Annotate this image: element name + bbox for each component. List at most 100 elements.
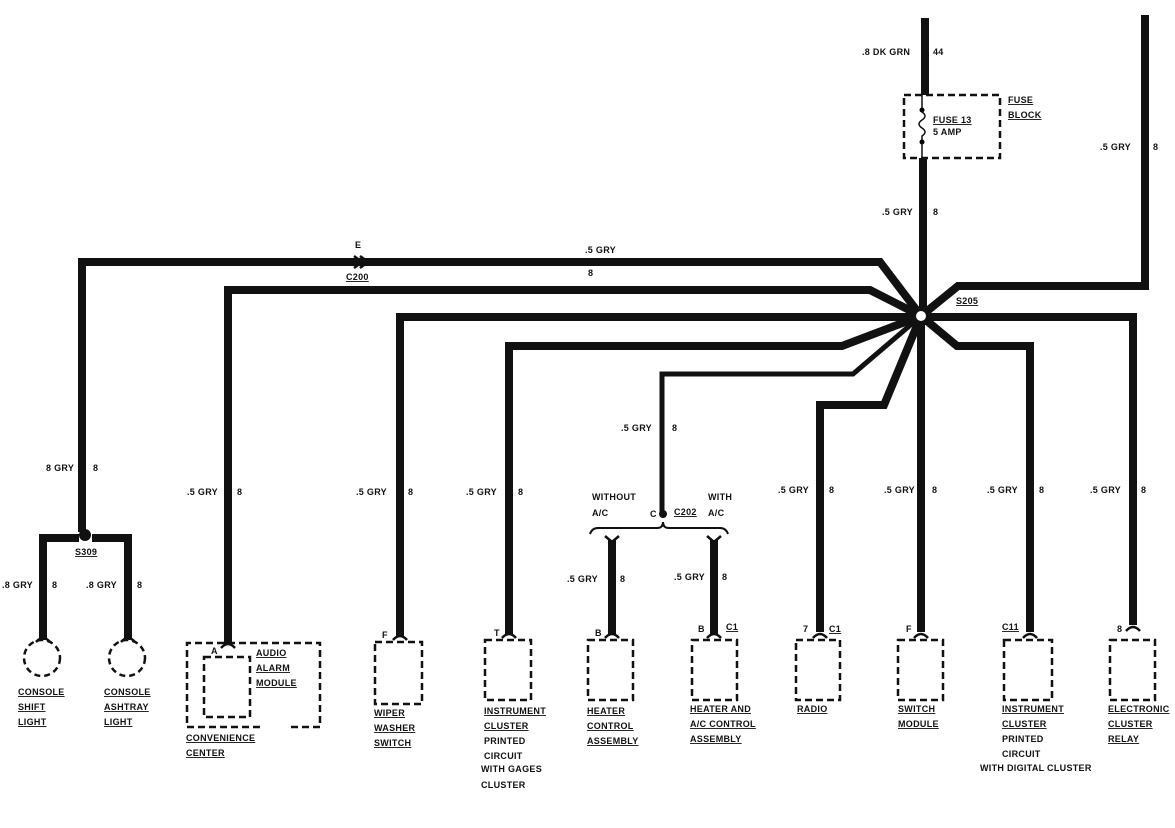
splice-label: S309	[75, 547, 97, 557]
component-label: CONSOLE	[104, 687, 151, 697]
component-label: HEATER AND	[690, 704, 751, 714]
wire-label: .5 GRY	[882, 207, 913, 217]
circuit-label: 8	[620, 574, 625, 584]
circuit-label: 8	[518, 487, 523, 497]
fuse-label: FUSE 13	[933, 115, 972, 125]
wire-label: .5 GRY	[621, 423, 652, 433]
circuit-label: 8	[137, 580, 142, 590]
terminal-icons	[35, 535, 1141, 649]
fuse-rating: 5 AMP	[933, 127, 962, 137]
circuit-label: 8	[672, 423, 677, 433]
connector-icon	[353, 255, 371, 269]
wire-label: .5 GRY	[778, 485, 809, 495]
splice-s205: S205	[911, 296, 978, 326]
wire-label: .8 DK GRN	[862, 47, 910, 57]
wire-label: .8 GRY	[2, 580, 33, 590]
option-label: WITH	[708, 492, 732, 502]
c202-wire: .5 GRY 8 C C202 WITHOUT A/C WITH A/C	[589, 314, 923, 535]
note-label: CLUSTER	[481, 780, 526, 790]
circuit-label: 8	[93, 463, 98, 473]
component-label: MODULE	[898, 719, 939, 729]
wire-label: .5 GRY	[466, 487, 497, 497]
right-feed-wire: .5 GRY 8	[918, 15, 1158, 320]
wire-label: .8 GRY	[86, 580, 117, 590]
pin-label: B	[698, 624, 705, 634]
fuse-block: FUSE 13 5 AMP FUSE BLOCK	[902, 93, 1042, 160]
component-label: ASSEMBLY	[690, 734, 742, 744]
switch-module: .5 GRY 8 F SWITCH MODULE	[884, 316, 945, 729]
radio: .5 GRY 8 7 C1 RADIO	[778, 314, 925, 714]
component-label: INSTRUMENT	[484, 706, 546, 716]
connector-label: C200	[346, 272, 369, 282]
option-label: A/C	[592, 508, 609, 518]
console-shift-light: .8 GRY 8 CONSOLE SHIFT LIGHT	[2, 580, 64, 727]
pin-label: F	[906, 624, 912, 634]
note-label: WITH DIGITAL CLUSTER	[980, 763, 1092, 773]
wire-label: .5 GRY	[356, 487, 387, 497]
pin-label: C	[650, 509, 657, 519]
pin-label: E	[355, 240, 361, 250]
fuse-block-label: FUSE	[1008, 95, 1033, 105]
heater-ac-control-assembly: .5 GRY 8 B C1 HEATER AND A/C CONTROL ASS…	[674, 540, 756, 744]
component-label: PRINTED	[484, 736, 526, 746]
component-label: CONVENIENCE	[186, 733, 255, 743]
component-label: CENTER	[186, 748, 225, 758]
circuit-label: 8	[722, 572, 727, 582]
component-label: ALARM	[256, 663, 290, 673]
circuit-label: 8	[1039, 485, 1044, 495]
component-label: A/C CONTROL	[690, 719, 756, 729]
circuit-label: 8	[829, 485, 834, 495]
connector-label: C11	[1002, 622, 1019, 632]
circuit-label: 8	[932, 485, 937, 495]
wire-label: .5 GRY	[987, 485, 1018, 495]
pin-label: A	[211, 646, 218, 656]
component-label: INSTRUMENT	[1002, 704, 1064, 714]
component-label: PRINTED	[1002, 734, 1044, 744]
brace-icon	[589, 521, 729, 535]
component-label: LIGHT	[18, 717, 47, 727]
wire-label: 8 GRY	[46, 463, 74, 473]
main-wire: .5 GRY 8	[882, 158, 938, 316]
c200-wire: E C200 .5 GRY 8 8 GRY 8	[46, 240, 925, 532]
circuit-label: 44	[933, 47, 944, 57]
wire-label: .5 GRY	[1090, 485, 1121, 495]
wire-label: .5 GRY	[585, 245, 616, 255]
circuit-label: 8	[1153, 142, 1158, 152]
pin-label: T	[494, 628, 500, 638]
fuse-block-label: BLOCK	[1008, 110, 1042, 120]
component-label: SHIFT	[18, 702, 46, 712]
pin-label: F	[382, 630, 388, 640]
component-label: RELAY	[1108, 734, 1139, 744]
wiper-washer-switch: .5 GRY 8 F WIPER WASHER SWITCH	[356, 313, 1137, 748]
electronic-cluster-relay: .5 GRY 8 8 ELECTRONIC CLUSTER RELAY	[1090, 485, 1169, 744]
wire-label: .5 GRY	[1100, 142, 1131, 152]
wire-label: .5 GRY	[884, 485, 915, 495]
fuse-icon	[918, 95, 926, 158]
instrument-cluster-digital: .5 GRY 8 C11 INSTRUMENT CLUSTER PRINTED …	[918, 312, 1092, 773]
circuit-label: 8	[237, 487, 242, 497]
connector-label: C1	[726, 622, 738, 632]
component-label: CONTROL	[587, 721, 634, 731]
instrument-cluster-gages: .5 GRY 8 T INSTRUMENT CLUSTER PRINTED CI…	[466, 312, 923, 790]
circuit-label: 8	[588, 268, 593, 278]
component-label: LIGHT	[104, 717, 133, 727]
wire-label: .5 GRY	[187, 487, 218, 497]
option-label: A/C	[708, 508, 725, 518]
audio-alarm-module: .5 GRY 8 A AUDIO ALARM MODULE CONVENIENC…	[185, 286, 923, 758]
component-label: WASHER	[374, 723, 416, 733]
note-label: WITH GAGES	[481, 764, 542, 774]
pin-label: 8	[1117, 624, 1122, 634]
component-label: RADIO	[797, 704, 828, 714]
component-label: CLUSTER	[484, 721, 529, 731]
feed-wire: .8 DK GRN 44	[862, 18, 944, 95]
console-ashtray-light: .8 GRY 8 CONSOLE ASHTRAY LIGHT	[86, 580, 151, 727]
connector-label: C202	[674, 507, 697, 517]
heater-control-assembly: .5 GRY 8 B HEATER CONTROL ASSEMBLY	[567, 540, 638, 746]
component-label: ASHTRAY	[104, 702, 149, 712]
component-label: SWITCH	[374, 738, 411, 748]
wire-label: .5 GRY	[567, 574, 598, 584]
component-label: CIRCUIT	[1002, 749, 1041, 759]
circuit-label: 8	[933, 207, 938, 217]
circuit-label: 8	[1141, 485, 1146, 495]
